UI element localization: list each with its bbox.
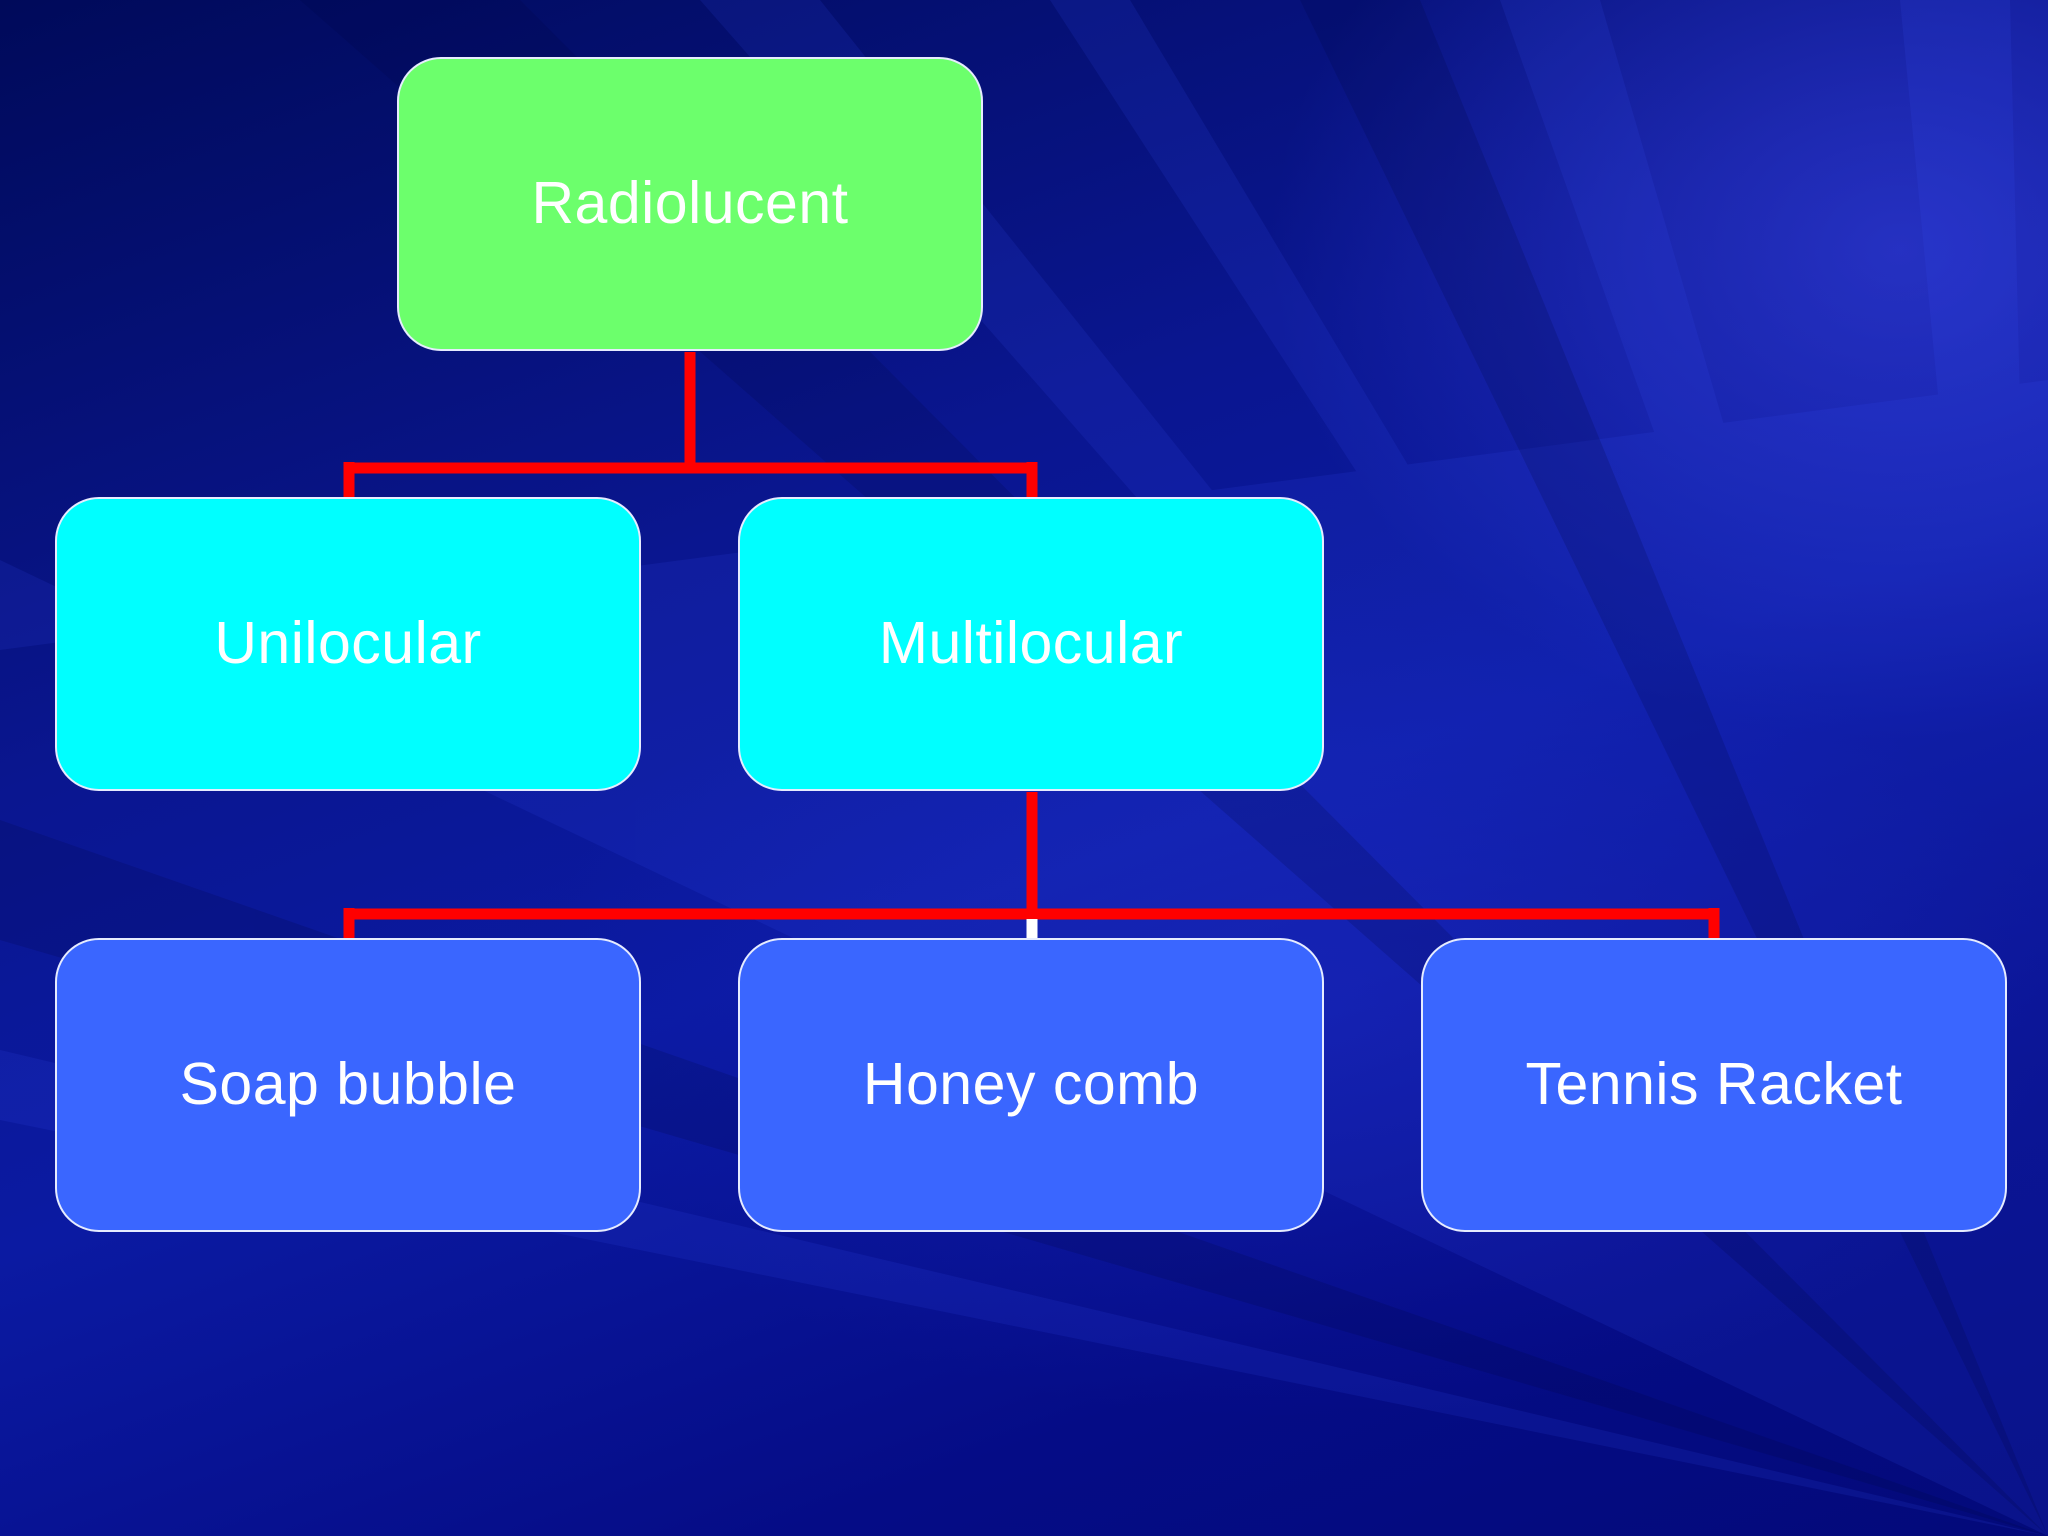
node-soap-bubble-label: Soap bubble	[179, 1051, 517, 1117]
node-tennis-racket: Tennis Racket	[1421, 938, 2007, 1232]
node-unilocular: Unilocular	[55, 497, 641, 791]
node-honey-comb: Honey comb	[738, 938, 1324, 1232]
node-tennis-racket-label: Tennis Racket	[1525, 1051, 1903, 1117]
node-honey-comb-label: Honey comb	[862, 1051, 1200, 1117]
node-multilocular-label: Multilocular	[878, 610, 1184, 676]
node-radiolucent: Radiolucent	[397, 57, 983, 351]
node-radiolucent-label: Radiolucent	[531, 170, 849, 236]
node-multilocular: Multilocular	[738, 497, 1324, 791]
node-soap-bubble: Soap bubble	[55, 938, 641, 1232]
node-unilocular-label: Unilocular	[214, 610, 482, 676]
